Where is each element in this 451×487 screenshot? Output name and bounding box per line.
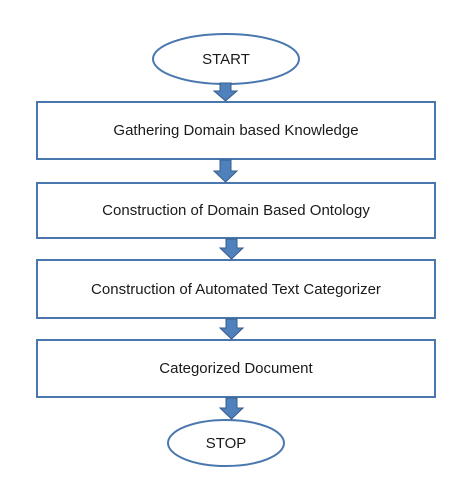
process-box-4 [36, 339, 436, 398]
arrow-down-4 [218, 318, 245, 340]
step-label-2: Construction of Domain Based Ontology [102, 202, 370, 219]
arrow-down-2 [212, 159, 239, 183]
process-box-3 [36, 259, 436, 319]
stop-terminal [167, 419, 285, 467]
arrow-down-1 [212, 82, 239, 102]
step-label-3: Construction of Automated Text Categoriz… [91, 280, 381, 298]
arrow-down-3 [218, 238, 245, 260]
process-box-2 [36, 182, 436, 239]
arrow-down-5 [218, 397, 245, 420]
stop-label: STOP [205, 434, 247, 452]
process-box-1 [36, 101, 436, 160]
step-label-4: Categorized Document [159, 360, 313, 377]
step-label-1: Gathering Domain based Knowledge [113, 122, 359, 139]
start-label: START [202, 50, 250, 68]
